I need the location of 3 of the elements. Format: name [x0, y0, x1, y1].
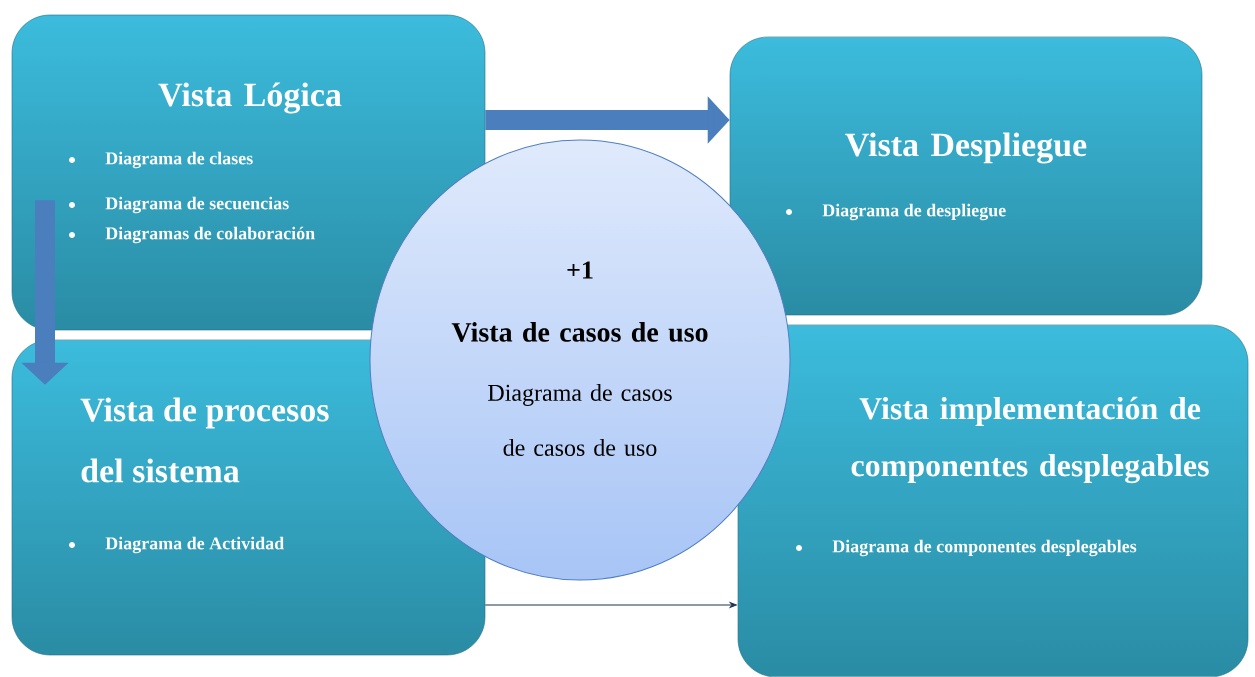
- view-box: Vista implementación de componentes desplegables Diagrama de componentes desplegables: [737, 324, 1249, 677]
- view-box: Vista Despliegue Diagrama de despliegue: [729, 36, 1203, 316]
- arrow: [484, 602, 737, 608]
